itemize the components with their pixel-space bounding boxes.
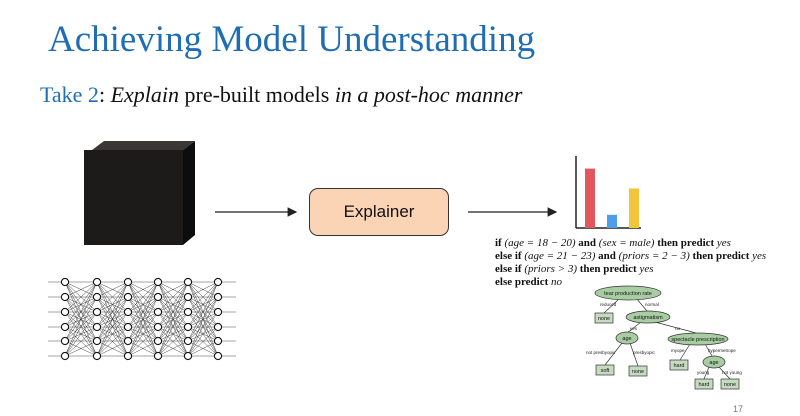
tree-edges: [603, 297, 731, 380]
nn-neuron: [153, 277, 163, 287]
tree-leaf-soft: [595, 364, 615, 376]
black-box-cube-icon: [84, 141, 195, 245]
explainer-label: Explainer: [343, 202, 415, 221]
subtitle-middle: pre-built models: [179, 82, 335, 107]
nn-neuron: [213, 336, 223, 346]
nn-neuron: [183, 277, 193, 287]
slide-subtitle: Take 2: Explain pre-built models in a po…: [40, 82, 522, 108]
tree-leaf-hard-1-label: hard: [673, 363, 684, 369]
tree-node-astigmatism-label: astigmatism: [633, 315, 663, 321]
tree-node-root-label: tear production rate: [604, 291, 652, 297]
edge-label-presbyopic: presbyopic: [633, 350, 656, 355]
nn-neuron: [60, 322, 70, 332]
tree-node-spectacle-label: spectacle prescription: [671, 337, 724, 343]
tree-node-astigmatism: [625, 310, 671, 324]
tree-leaf-none-1-label: none: [598, 316, 610, 322]
nn-neuron: [92, 336, 102, 346]
rule-list: if (age = 18 − 20) and (sex = male) then…: [495, 237, 766, 289]
subtitle-colon: :: [98, 82, 111, 107]
nn-neuron: [123, 277, 133, 287]
nn-neuron: [183, 351, 193, 361]
tree-node-root: [594, 285, 662, 301]
nn-neuron: [183, 322, 193, 332]
rule-line-4: else predict no: [495, 276, 563, 288]
tree-leaf-hard-2: [694, 378, 714, 390]
nn-connections: [48, 281, 236, 357]
edge-label-young: young: [697, 370, 710, 375]
tree-node-age-2-label: age: [709, 360, 718, 366]
nn-neuron: [213, 322, 223, 332]
tree-node-age-2: [702, 355, 726, 369]
nn-neuron: [153, 292, 163, 302]
tree-node-spectacle: [667, 332, 729, 346]
nn-neuron: [92, 292, 102, 302]
edge-label-myope: myope: [671, 348, 685, 353]
rule-line-1: if (age = 18 − 20) and (sex = male) then…: [495, 237, 731, 249]
tree-node-age-label: age: [622, 336, 631, 342]
nn-neuron: [92, 307, 102, 317]
neural-network-icon: [48, 277, 236, 361]
tree-leaf-none-2-label: none: [632, 369, 644, 375]
nn-neuron: [60, 292, 70, 302]
tree-leaf-hard-2-label: hard: [698, 382, 709, 388]
nn-neuron: [123, 336, 133, 346]
edge-label-not-presbyopic: not presbyopic: [586, 350, 616, 355]
edge-label-yes: yes: [630, 326, 638, 331]
page-number: 17: [733, 404, 744, 414]
bar-3: [629, 188, 639, 228]
edge-label-not-young: not young: [722, 370, 742, 375]
tree-leaf-soft-label: soft: [601, 368, 610, 374]
edge-label-no: no: [675, 326, 681, 331]
tree-leaf-none-2: [628, 365, 648, 377]
nn-neuron: [183, 336, 193, 346]
nn-neuron: [60, 277, 70, 287]
nn-neuron: [123, 307, 133, 317]
bar-2: [607, 214, 617, 228]
nn-neuron: [213, 292, 223, 302]
nn-neuron: [123, 322, 133, 332]
edge-label-normal: normal: [645, 302, 659, 307]
nn-neuron: [153, 307, 163, 317]
nn-neuron: [183, 292, 193, 302]
decision-tree: tear production rate astigmatism age spe…: [586, 285, 742, 390]
tree-leaf-none-3: [720, 378, 740, 390]
nn-neuron: [183, 307, 193, 317]
slide-title: Achieving Model Understanding: [48, 19, 536, 60]
nn-neuron: [60, 336, 70, 346]
nn-neuron: [213, 351, 223, 361]
tree-leaf-none-3-label: none: [724, 382, 736, 388]
rule-line-3: else if (priors > 3) then predict yes: [495, 263, 654, 275]
explainer-box: Explainer: [309, 188, 449, 236]
nn-neuron: [92, 277, 102, 287]
bar-1: [585, 168, 595, 228]
nn-neuron: [123, 292, 133, 302]
nn-neuron: [213, 277, 223, 287]
subtitle-explain: Explain: [110, 82, 179, 107]
rule-line-2: else if (age = 21 − 23) and (priors = 2 …: [495, 250, 767, 262]
nn-neuron: [60, 351, 70, 361]
tree-leaf-none-1: [594, 312, 614, 324]
nn-neuron: [153, 336, 163, 346]
tree-node-age: [615, 331, 639, 345]
edge-label-reduced: reduced: [600, 302, 617, 307]
subtitle-take: Take 2: [40, 82, 99, 107]
edge-label-hypermetrope: hypermetrope: [708, 348, 736, 353]
subtitle-manner: in a post-hoc manner: [334, 82, 523, 107]
nn-neuron: [92, 351, 102, 361]
nn-neuron: [60, 307, 70, 317]
nn-neuron: [92, 322, 102, 332]
nn-neuron: [123, 351, 133, 361]
nn-neuron: [213, 307, 223, 317]
nn-neuron: [153, 351, 163, 361]
nn-neuron: [153, 322, 163, 332]
tree-leaf-hard-1: [669, 359, 689, 371]
explanation-bar-chart: [575, 156, 641, 229]
